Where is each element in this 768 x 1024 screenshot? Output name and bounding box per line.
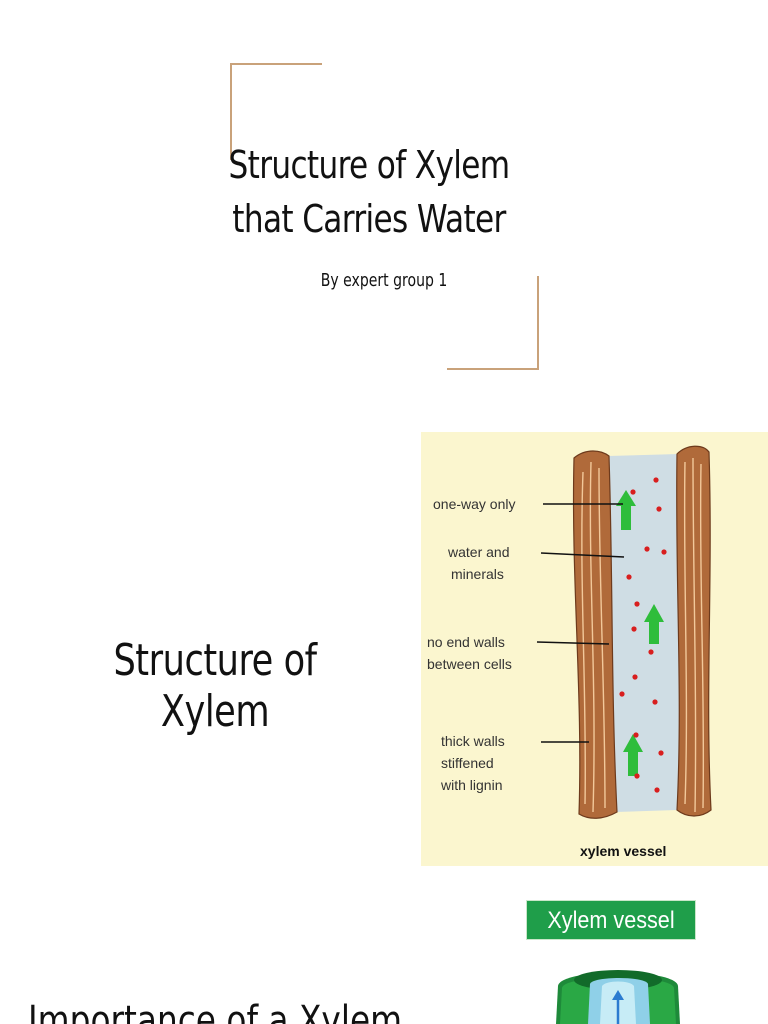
diagram-caption: xylem vessel [580, 843, 666, 859]
upward-arrow-icon [623, 734, 643, 776]
xylem-tube-icon [556, 970, 680, 1024]
label-one-way: one-way only [433, 496, 516, 512]
corner-bracket-bottom-right [447, 276, 539, 370]
mineral-dots [619, 477, 667, 793]
wall-grain-line [589, 461, 595, 813]
xylem-vessel-badge-label: Xylem vessel [547, 907, 675, 934]
vessel-lumen [608, 454, 681, 812]
structure-heading: Structure of Xylem [113, 635, 317, 737]
label-thick-walls-line-2: stiffened [441, 755, 494, 771]
xylem-vessel-diagram: one-way only water and minerals no end w… [421, 432, 768, 866]
structure-slide: Structure of Xylem [0, 410, 768, 890]
label-leader-lines [536, 503, 625, 743]
vessel-wall-left [572, 450, 618, 819]
wall-grain-line [683, 461, 688, 805]
wall-grain-line [581, 471, 587, 805]
label-water-line-1: water and [447, 544, 509, 560]
title-slide: Structure of Xylem that Carries Water By… [0, 0, 768, 410]
label-thick-walls-line-1: thick walls [441, 733, 505, 749]
label-no-end-walls-line-1: no end walls [427, 634, 505, 650]
upward-arrow-icon [616, 490, 636, 530]
label-water-line-2: minerals [451, 566, 504, 582]
label-thick-walls-line-3: with lignin [440, 777, 502, 793]
slide-subtitle: By expert group 1 [320, 270, 448, 291]
importance-heading: Importance of a Xylem [28, 998, 403, 1024]
wall-grain-line [699, 463, 705, 809]
corner-bracket-top-left [230, 63, 322, 160]
slide-title-line-2: that Carries Water [232, 197, 506, 241]
importance-slide: Xylem vessel Importance of a Xylem [0, 890, 768, 1024]
slide-title-line-1: Structure of Xylem [228, 143, 511, 187]
wall-grain-line [598, 467, 606, 809]
xylem-vessel-badge: Xylem vessel [526, 900, 696, 940]
upward-arrow-icon [644, 604, 664, 644]
wall-grain-line [692, 457, 697, 813]
slide-title: Structure of Xylem that Carries Water [189, 138, 548, 246]
label-no-end-walls-line-2: between cells [427, 656, 512, 672]
